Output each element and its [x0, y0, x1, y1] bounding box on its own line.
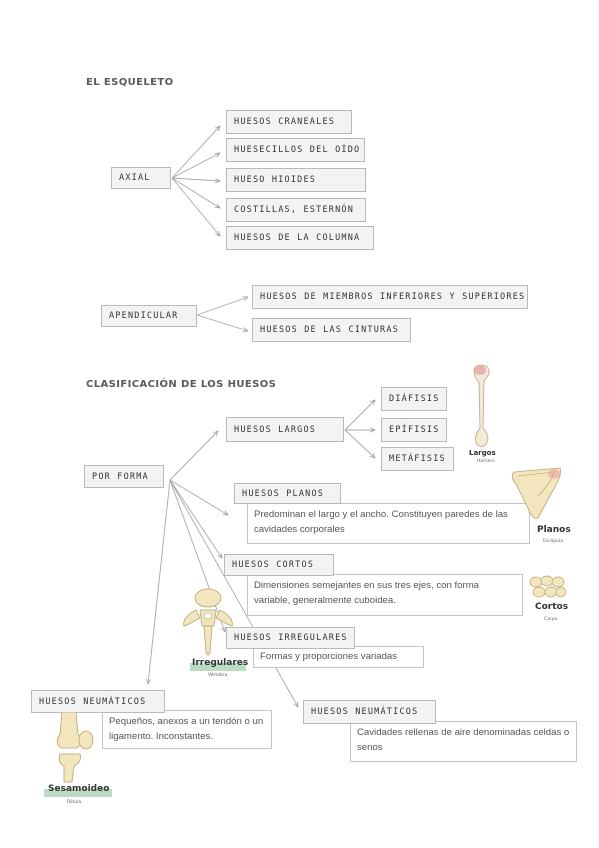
- irregulares-description: Formas y proporciones variadas: [253, 646, 424, 668]
- axial-item-cranial: HUESOS CRANEALES: [226, 110, 352, 134]
- apendicular-box: APENDICULAR: [101, 305, 197, 327]
- sesamoideo-illustration-subtitle: Rótula: [67, 800, 82, 805]
- largos-box: HUESOS LARGOS: [226, 417, 344, 442]
- por-forma-box: POR FORMA: [84, 465, 164, 488]
- arrow-axial-4: [171, 177, 220, 208]
- arrow-axial-2: [171, 153, 220, 179]
- sesamoideo-illustration-title: Sesamoideo: [48, 784, 110, 794]
- planos-illustration-subtitle: Escápula: [543, 539, 564, 544]
- arrow-forma-cortos: [169, 479, 222, 558]
- irregulares-label-highlight: [190, 663, 246, 671]
- largos-part-epifisis: EPÍFISIS: [381, 418, 447, 442]
- carpals-illustration: [529, 575, 567, 598]
- axial-item-ossicles: HUESECILLOS DEL OÍDO: [226, 138, 365, 162]
- axial-item-spine: HUESOS DE LA COLUMNA: [226, 226, 374, 250]
- neumaticos-box: HUESOS NEUMÁTICOS: [303, 700, 436, 724]
- humerus-illustration: [473, 364, 490, 447]
- sesamoideo-label-highlight: [44, 789, 112, 797]
- largos-part-metafisis: METÁFISIS: [381, 447, 454, 471]
- arrow-forma-largos: [169, 431, 218, 481]
- planos-box: HUESOS PLANOS: [234, 483, 341, 504]
- irregulares-illustration-subtitle: Vértebra: [208, 673, 228, 678]
- neumaticos-description: Cavidades rellenas de aire denominadas c…: [350, 721, 577, 762]
- planos-illustration-title: Planos: [537, 525, 571, 535]
- arrow-axial-1: [171, 126, 220, 179]
- irregulares-box: HUESOS IRREGULARES: [226, 627, 355, 649]
- arrow-axial-3: [171, 177, 220, 181]
- section-title-skeleton: EL ESQUELETO: [86, 77, 174, 88]
- apendicular-item-girdles: HUESOS DE LAS CINTURAS: [252, 318, 411, 342]
- cortos-illustration-subtitle: Carpo: [544, 617, 558, 622]
- largos-illustration-title: Largos: [469, 449, 496, 457]
- axial-item-hyoid: HUESO HIOIDES: [226, 168, 366, 192]
- arrow-largos-1: [344, 400, 375, 431]
- axial-box: AXIAL: [111, 167, 171, 189]
- sesamoideos-description: Pequeños, anexos a un tendón o un ligame…: [102, 710, 272, 749]
- arrow-largos-3: [344, 429, 375, 458]
- apendicular-item-limbs: HUESOS DE MIEMBROS INFERIORES Y SUPERIOR…: [252, 285, 528, 309]
- arrow-axial-5: [171, 177, 220, 236]
- arrow-apend-1: [196, 297, 248, 316]
- largos-part-diafisis: DIÁFISIS: [381, 387, 447, 411]
- vertebra-illustration: [183, 588, 233, 656]
- arrow-apend-2: [196, 314, 248, 331]
- cortos-illustration-title: Cortos: [535, 602, 569, 612]
- arrow-forma-sesamoideos: [148, 479, 171, 684]
- arrow-forma-planos: [169, 479, 228, 515]
- section-title-classification: CLASIFICACIÓN DE LOS HUESOS: [86, 379, 277, 390]
- sesamoideos-box: HUESOS NEUMÁTICOS: [31, 690, 165, 713]
- axial-item-ribs: COSTILLAS, ESTERNÓN: [226, 198, 366, 222]
- irregulares-illustration-title: Irregulares: [192, 658, 249, 668]
- largos-illustration-subtitle: Húmero: [477, 459, 495, 464]
- patella-illustration: [56, 712, 94, 783]
- cortos-box: HUESOS CORTOS: [224, 554, 334, 576]
- cortos-description: Dimensiones semejantes en sus tres ejes,…: [247, 574, 523, 616]
- scapula-illustration: [511, 467, 561, 519]
- planos-description: Predominan el largo y el ancho. Constitu…: [247, 503, 530, 544]
